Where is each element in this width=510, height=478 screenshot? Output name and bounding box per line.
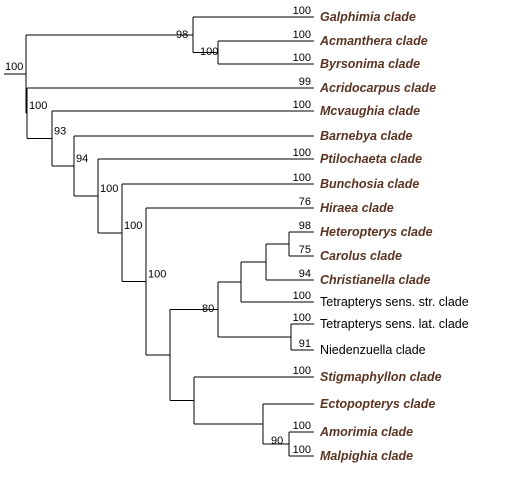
tip-label-carolus: Carolus clade: [320, 249, 402, 263]
support-ptilochaeta: 100: [293, 147, 311, 159]
node-support-values: 100 98 100 100 100 100 100 99 93 100 94 100 100 100 10…: [5, 5, 311, 456]
support-core-100d: 100: [148, 269, 166, 281]
support-core-94: 94: [76, 153, 88, 165]
tip-label-stigmaphyllon: Stigmaphyllon clade: [320, 370, 442, 384]
support-galphimia: 100: [293, 5, 311, 17]
tip-label-heteropterys: Heteropterys clade: [320, 225, 433, 239]
support-core-100b: 100: [100, 183, 118, 195]
tip-label-galphimia: Galphimia clade: [320, 10, 416, 24]
tip-label-tetrapterys-str: Tetrapterys sens. str. clade: [320, 295, 469, 309]
support-root: 100: [5, 61, 23, 73]
tip-label-ectopopterys: Ectopopterys clade: [320, 397, 435, 411]
support-hiraea: 76: [299, 196, 311, 208]
tip-label-byrsonima: Byrsonima clade: [320, 57, 420, 71]
support-carolus: 75: [299, 244, 311, 256]
support-acmanthera: 100: [293, 29, 311, 41]
support-byrsonima: 100: [293, 52, 311, 64]
support-tetrapterys-str: 100: [293, 290, 311, 302]
support-amorimia-malpighia: 90: [271, 435, 283, 447]
support-galphimia-group: 98: [176, 29, 188, 41]
support-tetrapterys-group: 80: [202, 303, 214, 315]
support-malpighia: 100: [293, 444, 311, 456]
support-heteropterys: 98: [299, 220, 311, 232]
tip-label-acridocarpus: Acridocarpus clade: [319, 81, 436, 95]
support-mcvaughia: 100: [293, 99, 311, 111]
tip-label-malpighia: Malpighia clade: [320, 449, 413, 463]
support-core-100: 100: [29, 100, 47, 112]
support-christianella: 94: [299, 268, 311, 280]
tip-label-niedenzuella: Niedenzuella clade: [320, 343, 426, 357]
support-stigmaphyllon: 100: [293, 365, 311, 377]
tip-label-acmanthera: Acmanthera clade: [319, 34, 428, 48]
tip-label-barnebya: Barnebya clade: [320, 129, 412, 143]
tip-label-hiraea: Hiraea clade: [320, 201, 394, 215]
tip-label-ptilochaeta: Ptilochaeta clade: [320, 152, 422, 166]
support-amorimia: 100: [293, 420, 311, 432]
tip-label-bunchosia: Bunchosia clade: [320, 177, 419, 191]
support-bunchosia: 100: [293, 172, 311, 184]
support-tetrapterys-lat: 100: [293, 312, 311, 324]
support-acmanthera-byrsonima: 100: [200, 46, 218, 58]
support-niedenzuella: 91: [299, 338, 311, 350]
tip-label-amorimia: Amorimia clade: [319, 425, 413, 439]
tip-label-tetrapterys-lat: Tetrapterys sens. lat. clade: [320, 317, 469, 331]
support-acridocarpus: 99: [299, 76, 311, 88]
tip-label-mcvaughia: Mcvaughia clade: [320, 104, 420, 118]
support-core-100c: 100: [124, 220, 142, 232]
tip-label-christianella: Christianella clade: [320, 273, 431, 287]
support-core-93: 93: [54, 125, 66, 137]
tree-branches: [4, 16, 314, 457]
